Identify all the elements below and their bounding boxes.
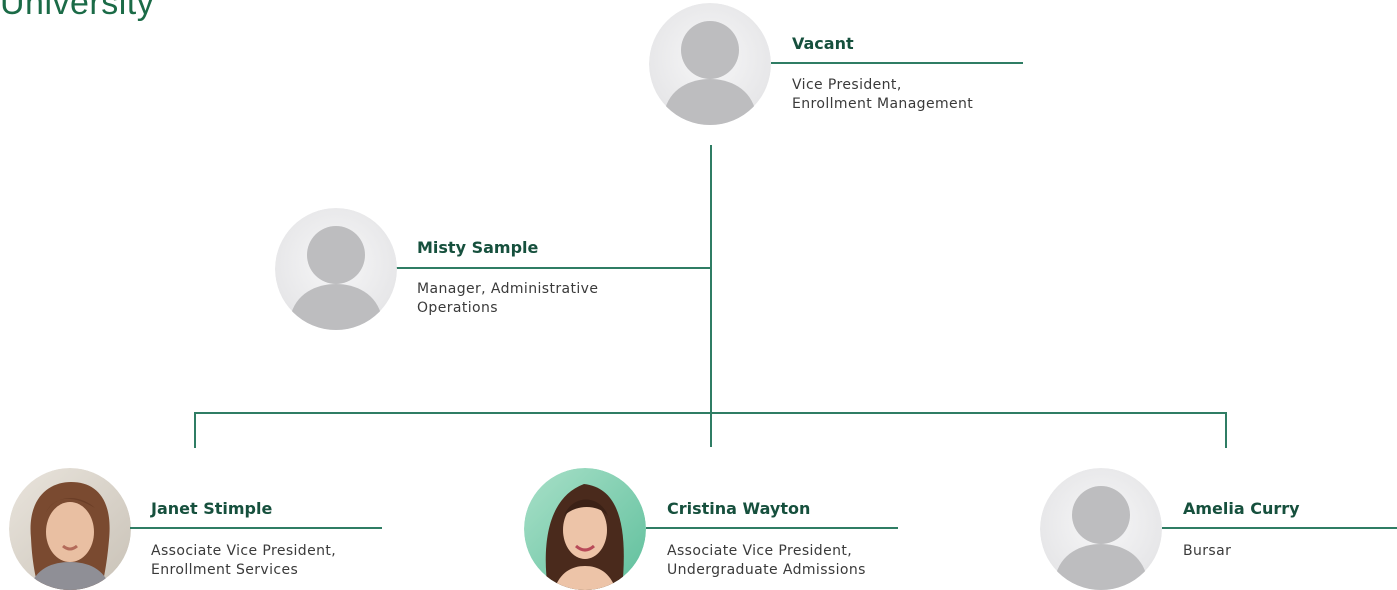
avp-admissions-title-line1: Associate Vice President, <box>667 543 853 559</box>
avp-admissions-title-line2: Undergraduate Admissions <box>667 562 866 578</box>
connector-trunk <box>710 145 712 447</box>
connector-drop-right <box>1225 412 1227 448</box>
connector-drop-left <box>194 412 196 448</box>
manager-title: Manager, Administrative Operations <box>417 280 598 318</box>
manager-title-line2: Operations <box>417 300 498 316</box>
avp-services-title-line2: Enrollment Services <box>151 562 299 578</box>
avp-admissions-photo <box>524 468 646 590</box>
vp-name: Vacant <box>792 34 854 53</box>
connector-bottom-bar <box>194 412 1226 414</box>
bursar-title-line1: Bursar <box>1183 543 1232 559</box>
avp-admissions-title: Associate Vice President, Undergraduate … <box>667 542 866 580</box>
bursar-name-rule <box>1162 527 1397 529</box>
avp-services-title: Associate Vice President, Enrollment Ser… <box>151 542 336 580</box>
bursar-title: Bursar <box>1183 542 1231 561</box>
university-brand-text: University <box>0 0 155 22</box>
bursar-avatar-placeholder-icon <box>1040 468 1162 590</box>
vp-title-line1: Vice President, <box>792 77 902 93</box>
avp-services-photo <box>9 468 131 590</box>
manager-avatar-placeholder-icon <box>275 208 397 330</box>
vp-name-rule <box>771 62 1023 64</box>
manager-name: Misty Sample <box>417 238 539 257</box>
avp-services-title-line1: Associate Vice President, <box>151 543 337 559</box>
connector-manager-branch <box>396 267 711 269</box>
vp-title: Vice President, Enrollment Management <box>792 76 973 114</box>
manager-title-line1: Manager, Administrative <box>417 281 599 297</box>
vp-title-line2: Enrollment Management <box>792 96 974 112</box>
avp-admissions-name: Cristina Wayton <box>667 499 811 518</box>
avp-services-name-rule <box>130 527 382 529</box>
bursar-name: Amelia Curry <box>1183 499 1300 518</box>
vp-avatar-placeholder-icon <box>649 3 771 125</box>
avp-services-name: Janet Stimple <box>151 499 273 518</box>
avp-admissions-name-rule <box>646 527 898 529</box>
